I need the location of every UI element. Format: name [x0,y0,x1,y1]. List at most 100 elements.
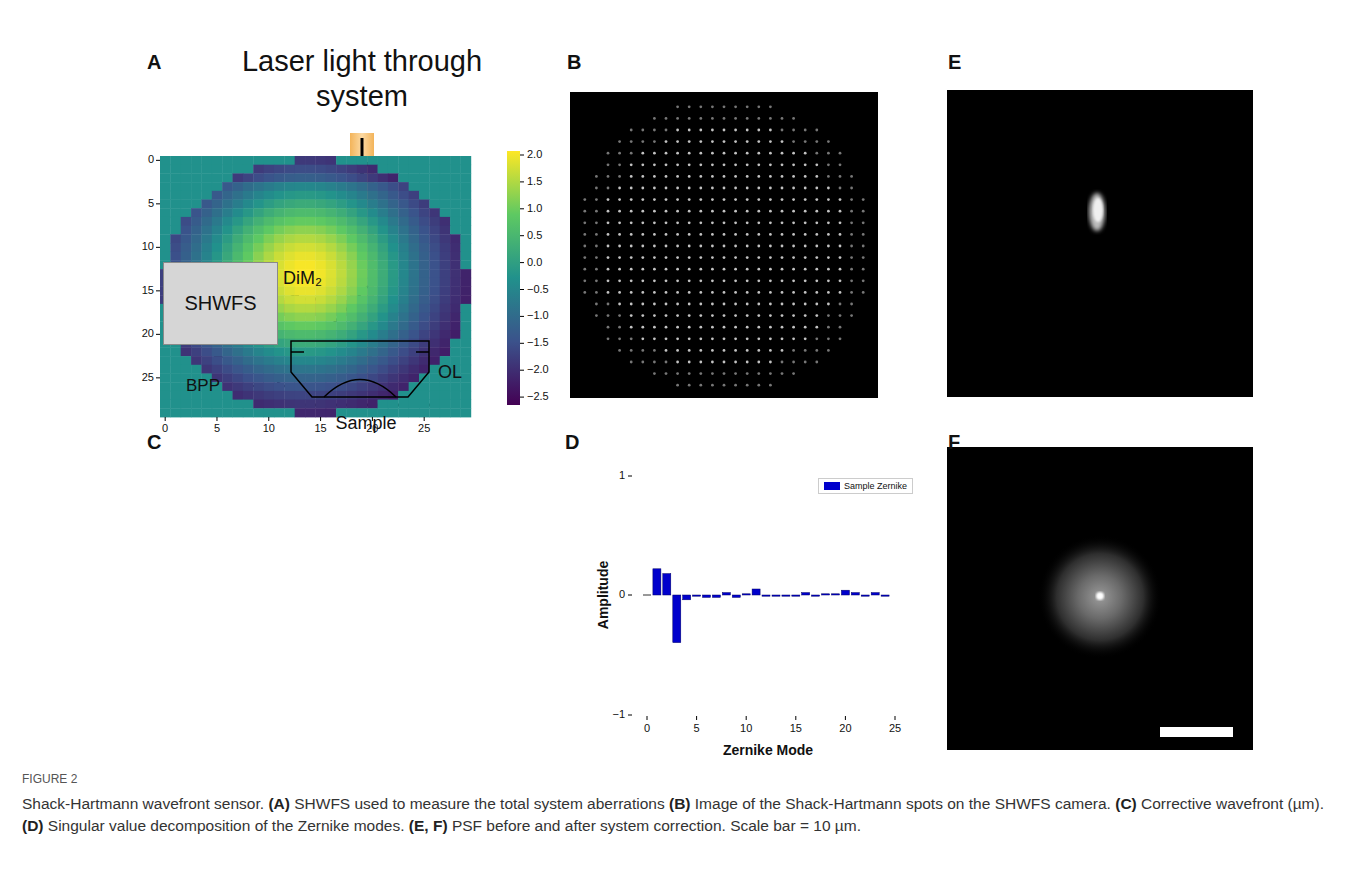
sensor-spot [688,245,691,248]
panel-letter: A [147,50,161,74]
heatmap-cell [284,226,295,235]
heatmap-cell [409,252,420,261]
heatmap-cell [201,182,212,191]
heatmap-cell [388,365,399,374]
sensor-spot [653,337,656,340]
axis-label: 20 [142,328,154,341]
sensor-spot [630,303,633,306]
heatmap-cell [243,408,254,417]
axis-label: 0 [162,422,168,435]
heatmap-cell [409,365,420,374]
heatmap-cell [170,365,181,374]
sensor-spot [607,175,610,178]
heatmap-cell [305,252,316,261]
heatmap-cell [315,208,326,217]
heatmap-cell [336,339,347,348]
zernike-bar [742,594,750,595]
heatmap-cell [326,165,337,174]
heatmap-cell [222,182,233,191]
heatmap-cell [315,182,326,191]
heatmap-cell [378,287,389,296]
sensor-spot [839,245,842,248]
sensor-spot [862,256,865,259]
heatmap-cell [336,252,347,261]
sensor-spot [781,256,784,259]
heatmap-cell [460,313,471,322]
heatmap-cell [346,182,357,191]
heatmap-cell [367,295,378,304]
sensor-spot [723,384,726,387]
sensor-spot [665,326,668,329]
sensor-spot [688,361,691,364]
heatmap-cell [378,234,389,243]
sensor-spot [618,279,621,282]
sensor-spot [781,152,784,155]
heatmap-cell [274,191,285,200]
sensor-spot [618,256,621,259]
sensor-spot [607,245,610,248]
heatmap-cell [264,347,275,356]
sensor-spot [769,221,772,224]
sensor-spot [711,152,714,155]
sensor-spot [607,268,610,271]
sensor-spot [781,117,784,120]
axis-label: 10 [263,422,275,435]
sensor-spot [804,268,807,271]
heatmap-cell [388,278,399,287]
sensor-spot [850,245,853,248]
zernike-bar [851,593,859,595]
heatmap-cell [367,400,378,409]
heatmap-cell [460,234,471,243]
heatmap-cell [160,252,171,261]
panel-letter: E [948,50,961,74]
heatmap-cell [201,347,212,356]
sensor-spot [757,129,760,132]
heatmap-cell [419,191,430,200]
heatmap-cell [315,365,326,374]
sensor-spot [734,349,737,352]
heatmap-cell [191,408,202,417]
heatmap-cell [429,321,440,330]
heatmap-cell [264,365,275,374]
heatmap-cell [243,243,254,252]
heatmap-cell [315,382,326,391]
heatmap-cell [346,339,357,348]
zernike-bar [792,595,800,596]
part-label: Laser light through system [237,44,487,115]
heatmap-cell [201,252,212,261]
heatmap-cell [222,217,233,226]
heatmap-cell [305,408,316,417]
heatmap-cell [429,278,440,287]
heatmap-cell [243,382,254,391]
heatmap-cell [170,173,181,182]
heatmap-cell [284,382,295,391]
sensor-spot [757,326,760,329]
sensor-spot [815,140,818,143]
heatmap-cell [398,217,409,226]
heatmap-cell [398,226,409,235]
heatmap-cell [284,200,295,209]
sensor-spot [757,268,760,271]
sensor-spot [839,187,842,190]
heatmap-cell [460,382,471,391]
heatmap-cell [450,278,461,287]
sensor-spot [676,256,679,259]
heatmap-cell [398,252,409,261]
heatmap-cell [295,226,306,235]
heatmap-cell [398,278,409,287]
heatmap-cell [357,400,368,409]
heatmap-cell [264,356,275,365]
sensor-spot [618,187,621,190]
sensor-spot [757,245,760,248]
heatmap-cell [326,374,337,383]
sensor-spot [804,326,807,329]
sensor-spot [815,303,818,306]
sensor-spot [641,233,644,236]
heatmap-cell [450,321,461,330]
sensor-spot [769,175,772,178]
sensor-spot [688,210,691,213]
heatmap-cell [201,365,212,374]
heatmap-cell [440,287,451,296]
heatmap-cell [233,243,244,252]
sensor-spot [827,256,830,259]
